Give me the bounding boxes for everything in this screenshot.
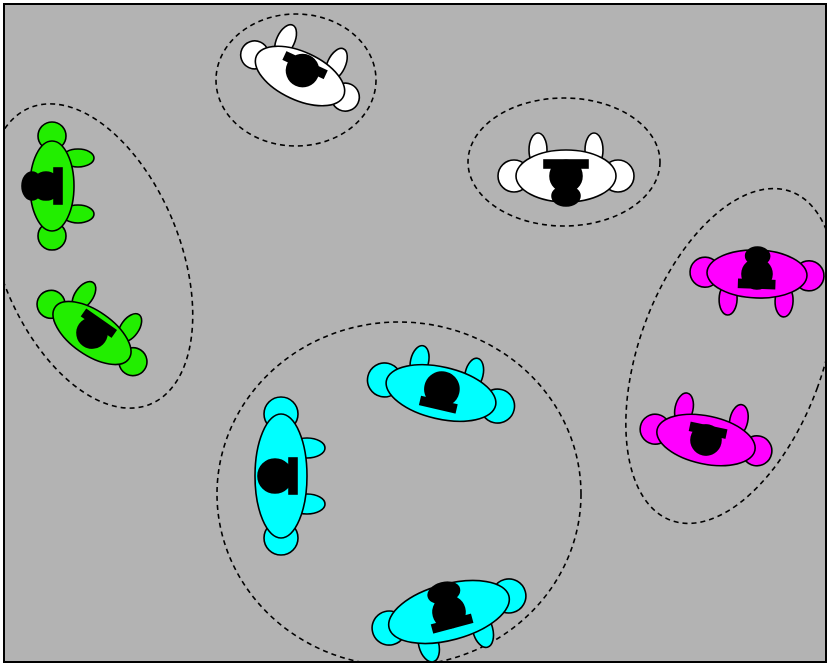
person-head: [257, 458, 293, 494]
person-top-white: [239, 23, 361, 112]
group-boundary-bottom-cyan: [216, 321, 582, 662]
person-hair: [21, 171, 43, 201]
floor-background: [3, 3, 827, 663]
person-magenta-1: [689, 246, 825, 318]
person-cyan-2: [254, 396, 326, 556]
person-hair: [551, 185, 581, 207]
person-magenta-2: [639, 392, 773, 467]
group-boundary-upper-right-white: [467, 97, 661, 227]
person-head: [285, 53, 320, 88]
group-boundary-top-white: [215, 13, 377, 147]
group-boundary-right-magenta: [625, 187, 826, 525]
person-cyan-3: [371, 578, 527, 662]
person-head: [76, 317, 108, 349]
person-hair: [427, 581, 461, 604]
person-head: [424, 371, 460, 407]
group-boundary-left-green: [4, 103, 194, 409]
person-upper-right-white: [497, 132, 635, 207]
person-green-1: [21, 121, 95, 251]
person-hair: [744, 246, 771, 266]
person-green-2: [36, 280, 148, 377]
person-head: [690, 424, 722, 456]
person-cyan-1: [366, 344, 516, 424]
